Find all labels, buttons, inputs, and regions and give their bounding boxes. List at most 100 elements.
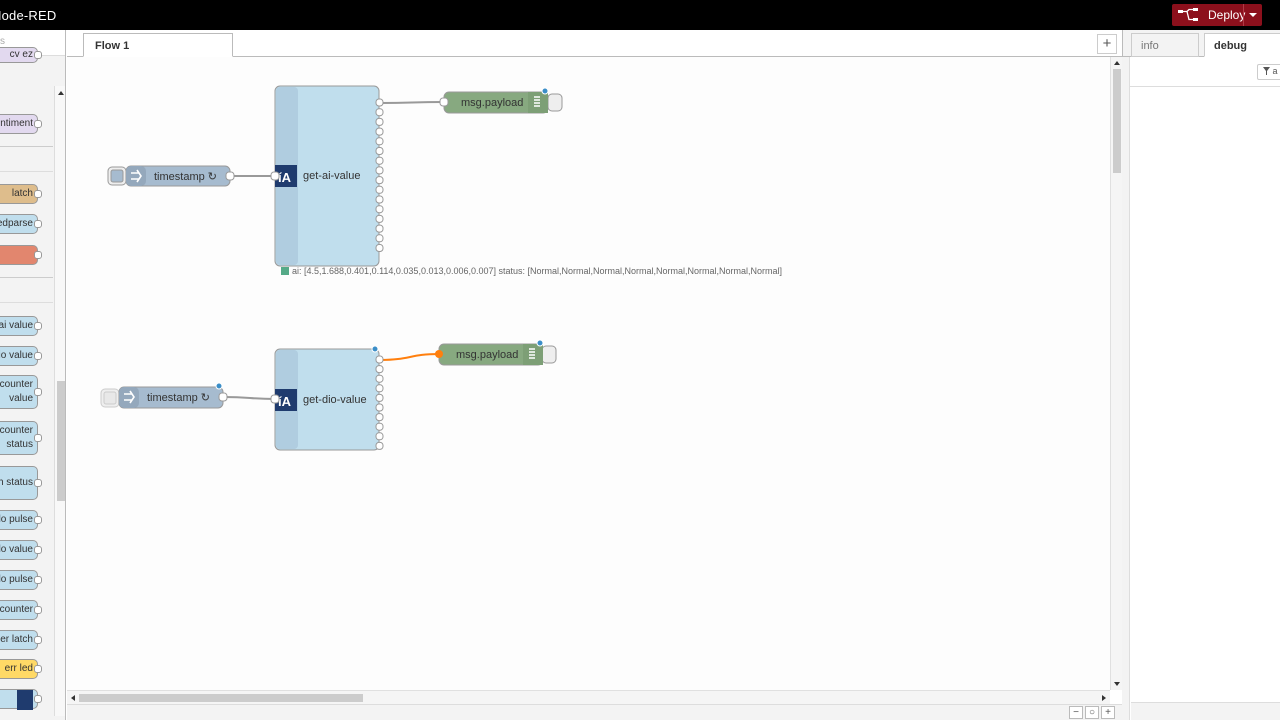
palette-scroll-thumb[interactable] (57, 381, 65, 501)
ai-output-port-16[interactable] (375, 244, 384, 252)
palette-node-label: sentiment (0, 118, 33, 129)
palette-node-port (34, 695, 42, 703)
palette-node-label: do value (0, 544, 33, 555)
palette-scrollbar[interactable] (54, 86, 65, 716)
palette-category-latch[interactable]: latch (0, 277, 53, 303)
palette-node-ai-value[interactable]: ai value (0, 316, 42, 336)
dio-output-port-1[interactable] (375, 355, 384, 364)
workspace-tabs: Flow 1 + (67, 30, 1122, 57)
palette-node-cv-ez[interactable]: cv ez (0, 47, 42, 63)
dio-output-port-5[interactable] (375, 393, 384, 402)
canvas-horizontal-thumb[interactable] (79, 694, 363, 702)
zoom-in-button[interactable]: + (1101, 706, 1115, 719)
dio-output-port-3[interactable] (375, 374, 384, 383)
inject-node-1[interactable]: timestamp ↻ (107, 165, 235, 187)
sidebar-resize-handle[interactable] (1122, 57, 1130, 720)
scroll-up-icon (1114, 61, 1120, 65)
header-bar: Node-RED Deploy (0, 0, 1280, 30)
function-node-get-ai-value[interactable]: íA get-ai-value (270, 85, 384, 267)
ai-output-port-7[interactable] (375, 156, 384, 165)
canvas-vertical-scrollbar[interactable] (1110, 57, 1122, 690)
wire-ai-debug1[interactable] (379, 101, 445, 104)
changed-indicator-icon (371, 345, 379, 353)
debug-2-input-port[interactable] (435, 350, 443, 358)
ai-output-port-8[interactable] (375, 166, 384, 175)
dio-output-port-2[interactable] (375, 365, 384, 374)
dio-output-ports (375, 355, 384, 450)
deploy-menu-button[interactable] (1243, 4, 1262, 26)
debug-2-toggle[interactable] (541, 345, 557, 364)
palette-node-latch[interactable]: latch (0, 184, 42, 204)
palette-node-latch-status[interactable]: latch status (0, 466, 42, 500)
debug-filter-button[interactable]: a (1257, 64, 1280, 80)
palette-node-counter-value[interactable]: counter value (0, 375, 42, 409)
palette-node-err-led[interactable]: err led (0, 659, 42, 679)
ai-output-port-15[interactable] (375, 234, 384, 243)
wire-dio-debug2[interactable] (379, 353, 440, 361)
palette-node-do-value[interactable]: do value (0, 540, 42, 560)
ai-output-port-5[interactable] (375, 137, 384, 146)
debug-1-toggle[interactable] (547, 93, 563, 112)
app-title: Node-RED (0, 8, 57, 23)
sidebar-footer (1131, 702, 1280, 720)
ai-output-port-2[interactable] (375, 108, 384, 117)
palette-node-dio-value[interactable]: dio value (0, 346, 42, 366)
filter-icon (1263, 67, 1270, 75)
palette-node-port (34, 606, 42, 614)
ai-output-port-11[interactable] (375, 195, 384, 204)
palette-node-do-pulse[interactable]: do pulse (0, 570, 42, 590)
palette-node-sentiment[interactable]: sentiment (0, 114, 42, 134)
inject-node-1-label: timestamp ↻ (154, 171, 217, 183)
dio-input-port[interactable] (270, 394, 280, 404)
inject-node-1-output-port[interactable] (225, 171, 235, 181)
dio-output-port-8[interactable] (375, 422, 384, 431)
debug-1-input-port[interactable] (439, 97, 449, 107)
ai-output-port-9[interactable] (375, 176, 384, 185)
palette-node-counter[interactable]: counter (0, 600, 42, 620)
ai-output-port-10[interactable] (375, 185, 384, 194)
wire-inject2-dio[interactable] (223, 396, 276, 400)
canvas-horizontal-scrollbar[interactable] (67, 690, 1110, 704)
deploy-button[interactable]: Deploy (1172, 4, 1262, 26)
ai-output-port-1[interactable] (375, 98, 384, 107)
dio-output-port-6[interactable] (375, 403, 384, 412)
zoom-reset-button[interactable]: ○ (1085, 706, 1099, 719)
dio-output-port-9[interactable] (375, 432, 384, 441)
palette-category-storage-d[interactable]: storage d (0, 146, 53, 172)
changed-indicator-icon (541, 87, 549, 95)
add-flow-button[interactable]: + (1097, 34, 1117, 54)
dio-output-port-10[interactable] (375, 441, 384, 450)
palette-node-do-pulse[interactable]: do pulse (0, 510, 42, 530)
arrow-right-icon (124, 390, 135, 404)
tab-debug[interactable]: debug (1204, 33, 1280, 57)
tab-flow-1[interactable]: Flow 1 (83, 33, 233, 57)
palette-node-label: latch status (0, 477, 33, 488)
inject-node-2-output-port[interactable] (218, 392, 228, 402)
ai-output-port-14[interactable] (375, 224, 384, 233)
ai-output-port-13[interactable] (375, 214, 384, 223)
palette-node-er-latch[interactable]: er latch (0, 630, 42, 650)
palette-node-counter-status[interactable]: counter status (0, 421, 42, 455)
flow-canvas[interactable]: timestamp ↻ íA get-ai-value ai: [4.5,1.6… (67, 57, 1110, 690)
inject-node-2[interactable]: timestamp ↻ (100, 382, 228, 409)
function-node-get-dio-value[interactable]: íA get-dio-value (270, 345, 384, 451)
debug-node-1[interactable]: msg.payload (439, 87, 563, 114)
ai-output-port-6[interactable] (375, 147, 384, 155)
ai-output-port-12[interactable] (375, 205, 384, 214)
ai-input-port[interactable] (270, 171, 280, 181)
canvas-vertical-thumb[interactable] (1113, 69, 1121, 173)
tab-info[interactable]: info (1131, 33, 1199, 57)
palette-node-e[interactable]: e (0, 689, 42, 710)
debug-node-2[interactable]: msg.payload (435, 339, 557, 366)
palette-node-feedparse[interactable]: feedparse (0, 214, 42, 234)
sidebar-tabs: info debug (1123, 30, 1280, 57)
ai-output-port-4[interactable] (375, 127, 384, 136)
zoom-out-button[interactable]: − (1069, 706, 1083, 719)
dio-output-port-4[interactable] (375, 384, 384, 393)
dio-output-port-7[interactable] (375, 413, 384, 422)
ai-output-port-3[interactable] (375, 117, 384, 126)
palette-node-port (34, 322, 42, 330)
palette-node-label: counter (0, 604, 33, 615)
palette: s cv ezsentimentstorage dlatchfeedparsel… (0, 30, 66, 720)
palette-node-blank[interactable] (0, 245, 42, 265)
